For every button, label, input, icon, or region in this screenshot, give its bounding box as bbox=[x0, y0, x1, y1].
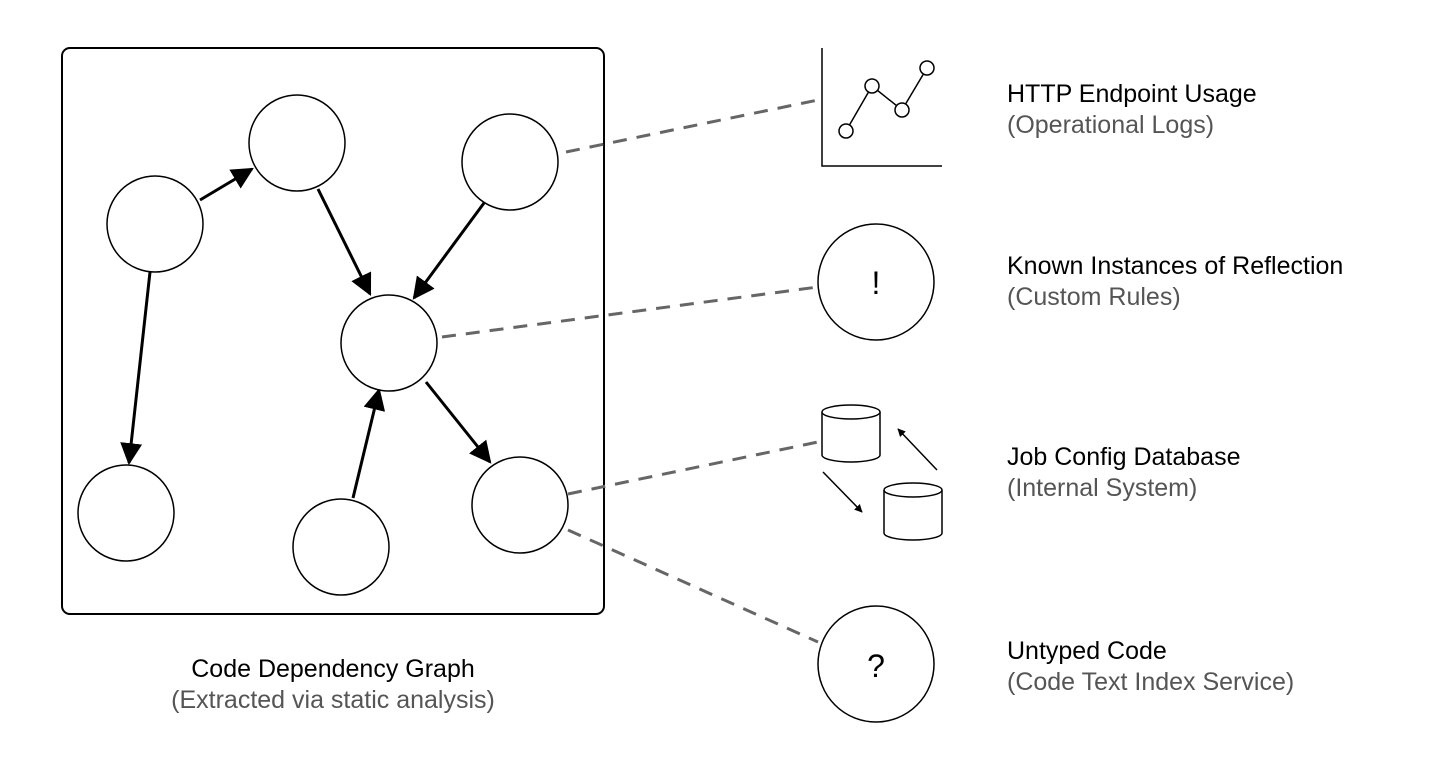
graph-subtitle: (Extracted via static analysis) bbox=[171, 686, 495, 714]
connector-untyped bbox=[567, 528, 819, 644]
sync-arrow-up bbox=[897, 428, 938, 471]
source-title: Untyped Code bbox=[1007, 637, 1167, 665]
edge-a-b bbox=[199, 167, 254, 202]
source-subtitle: (Code Text Index Service) bbox=[1007, 668, 1295, 696]
edge-c-d bbox=[412, 202, 486, 300]
graph-node bbox=[248, 94, 346, 192]
exclamation-circle-icon: ! bbox=[817, 223, 935, 341]
graph-caption: Code Dependency Graph (Extracted via sta… bbox=[62, 654, 604, 716]
database-cylinder bbox=[883, 482, 943, 541]
line-chart-icon bbox=[821, 48, 942, 167]
graph-node bbox=[292, 498, 390, 596]
question-circle-icon: ? bbox=[817, 605, 935, 723]
graph-nodes bbox=[77, 94, 569, 596]
edge-d-g bbox=[424, 381, 492, 464]
connector-reflection bbox=[441, 285, 819, 339]
database-cylinder bbox=[821, 404, 881, 463]
graph-node bbox=[77, 464, 175, 562]
connector-http bbox=[565, 98, 819, 154]
source-title: Known Instances of Reflection bbox=[1007, 252, 1344, 280]
connectors bbox=[441, 98, 819, 644]
edge-a-e bbox=[120, 271, 152, 466]
exclamation-glyph: ! bbox=[872, 265, 881, 301]
source-subtitle: (Custom Rules) bbox=[1007, 283, 1181, 311]
connector-database bbox=[567, 440, 819, 496]
question-glyph: ? bbox=[867, 648, 885, 684]
graph-node bbox=[340, 294, 438, 392]
source-subtitle: (Operational Logs) bbox=[1007, 111, 1215, 139]
edge-f-d bbox=[351, 387, 386, 499]
source-label-database: Job Config Database (Internal System) bbox=[1007, 442, 1240, 504]
source-title: Job Config Database bbox=[1007, 443, 1241, 471]
graph-frame bbox=[61, 47, 605, 615]
graph-node bbox=[106, 175, 204, 273]
source-label-http: HTTP Endpoint Usage (Operational Logs) bbox=[1007, 79, 1257, 141]
database-icon bbox=[821, 404, 943, 541]
graph-edges bbox=[120, 167, 492, 499]
graph-title: Code Dependency Graph bbox=[191, 655, 475, 683]
source-label-untyped: Untyped Code (Code Text Index Service) bbox=[1007, 636, 1294, 698]
sync-arrow-down bbox=[822, 471, 863, 513]
graph-node bbox=[471, 456, 569, 554]
source-title: HTTP Endpoint Usage bbox=[1007, 80, 1257, 108]
source-label-reflection: Known Instances of Reflection (Custom Ru… bbox=[1007, 251, 1343, 313]
source-subtitle: (Internal System) bbox=[1007, 474, 1198, 502]
edge-b-d bbox=[316, 188, 372, 296]
graph-node bbox=[461, 113, 559, 211]
